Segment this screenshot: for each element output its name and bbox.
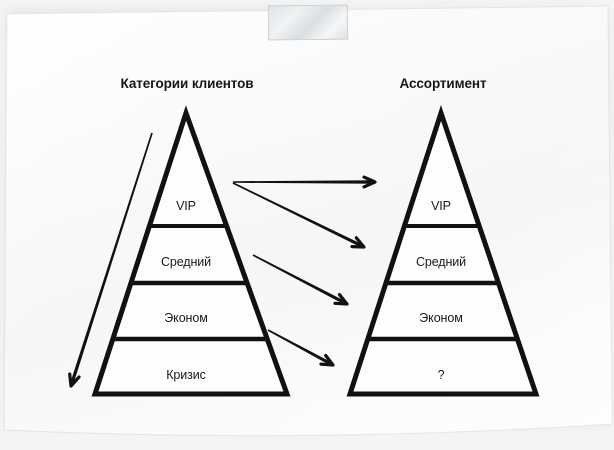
pyramid-assortment-outline — [346, 105, 540, 397]
arrows-layer — [68, 132, 377, 388]
mapping-arrow-diagonal-2 — [252, 254, 349, 306]
mapping-arrow-horizontal-head — [362, 175, 377, 189]
downward-trend-arrow — [68, 132, 153, 388]
mapping-arrow-diagonal-1-shaft — [232, 182, 365, 249]
mapping-arrow-diagonal-1 — [232, 182, 366, 249]
mapping-arrow-diagonal-2-head — [333, 293, 349, 306]
mapping-arrow-diagonal-3-head — [319, 353, 335, 367]
mapping-arrow-horizontal-shaft — [233, 180, 375, 184]
tier-label-customer-categories-0[interactable]: VIP — [176, 199, 196, 213]
panel-title-customer-categories: Категории клиентов — [120, 76, 254, 91]
mapping-arrow-diagonal-1-head — [350, 236, 366, 249]
pyramid-customer-categories[interactable] — [91, 105, 291, 397]
tier-label-assortment-0[interactable]: VIP — [431, 199, 451, 213]
panel-title-assortment: Ассортимент — [399, 76, 487, 91]
downward-trend-arrow-shaft — [69, 132, 153, 387]
tier-label-customer-categories-2[interactable]: Эконом — [164, 311, 208, 325]
pyramid-assortment[interactable] — [346, 105, 540, 397]
pyramid-customer-categories-outline — [91, 105, 291, 397]
mapping-arrow-horizontal — [233, 175, 377, 189]
tier-label-assortment-1[interactable]: Средний — [415, 255, 467, 269]
mapping-arrow-diagonal-3 — [267, 329, 335, 367]
mapping-arrow-diagonal-3-shaft — [267, 329, 334, 367]
mapping-arrow-diagonal-2-shaft — [252, 254, 348, 306]
downward-trend-arrow-head — [68, 372, 81, 388]
tier-label-assortment-3[interactable]: ? — [437, 368, 445, 382]
tier-label-customer-categories-3[interactable]: Кризис — [166, 368, 206, 382]
tier-label-customer-categories-1[interactable]: Средний — [160, 255, 212, 269]
tier-label-assortment-2[interactable]: Эконом — [419, 311, 463, 325]
